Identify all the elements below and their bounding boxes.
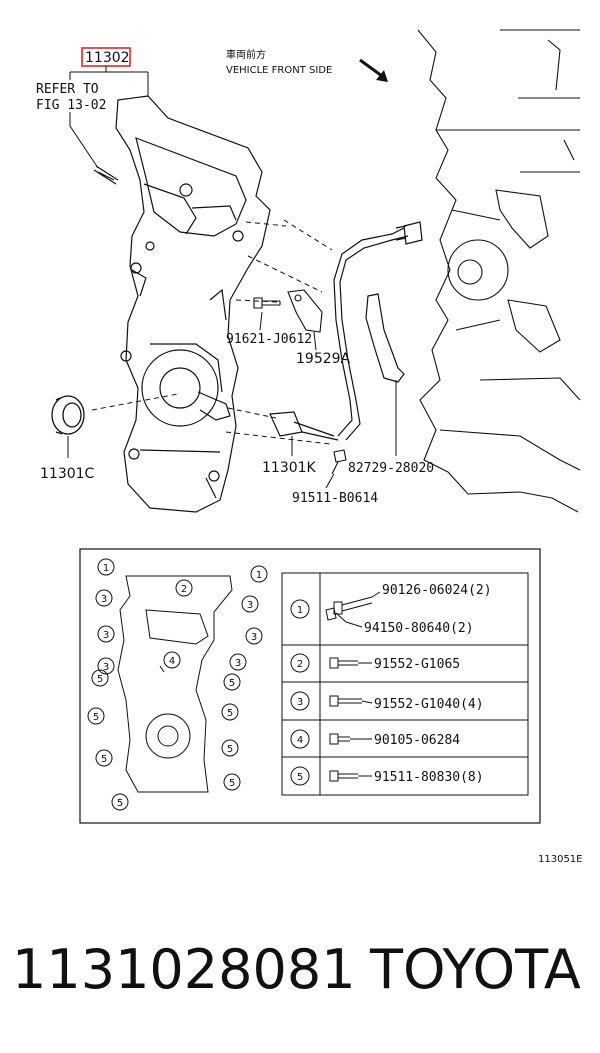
oil-seal <box>51 395 85 435</box>
svg-text:2: 2 <box>181 584 187 595</box>
svg-text:5: 5 <box>101 754 107 765</box>
bolt-91621 <box>253 297 281 309</box>
vehicle-front-en: VEHICLE FRONT SIDE <box>226 65 332 76</box>
footer-part-number: 1131028081 <box>12 938 356 1001</box>
svg-text:5: 5 <box>97 674 103 685</box>
svg-text:3: 3 <box>251 632 257 643</box>
svg-text:1: 1 <box>256 570 262 581</box>
guide-lines <box>91 219 333 445</box>
label-11301c: 11301C <box>40 466 95 482</box>
svg-text:2: 2 <box>297 659 303 670</box>
svg-text:5: 5 <box>229 678 235 689</box>
svg-text:3: 3 <box>101 594 107 605</box>
svg-text:3: 3 <box>297 697 303 708</box>
bracket-11302 <box>69 66 149 96</box>
vehicle-front-arrow <box>359 58 383 78</box>
svg-text:5: 5 <box>93 712 99 723</box>
refer-text-1: REFER TO <box>36 82 99 97</box>
svg-text:5: 5 <box>229 778 235 789</box>
refer-text-2: FIG 13-02 <box>36 98 106 113</box>
bracket-19529a <box>287 289 323 333</box>
table-part-2: 91552-G1065 <box>374 657 460 672</box>
highlight-part-number: 11302 <box>85 50 130 66</box>
sensor-harness <box>269 221 423 441</box>
svg-text:3: 3 <box>103 662 109 673</box>
svg-text:5: 5 <box>227 744 233 755</box>
inset-cover <box>117 575 233 793</box>
footer-brand: TOYOTA <box>370 938 581 1001</box>
vehicle-front-jp: 車両前方 <box>226 48 266 61</box>
label-11301k: 11301K <box>262 460 317 476</box>
svg-text:1: 1 <box>297 605 303 616</box>
table-bolt-icons <box>325 596 373 782</box>
label-82729: 82729-28020 <box>348 461 434 476</box>
table-part-1a: 90126-06024(2) <box>382 583 492 598</box>
svg-text:3: 3 <box>235 658 241 669</box>
timing-cover <box>115 95 271 513</box>
svg-text:5: 5 <box>117 798 123 809</box>
label-91621: 91621-J0612 <box>226 332 312 347</box>
refer-leader <box>69 112 99 169</box>
figure-code: 113051E <box>538 854 583 865</box>
table-part-3: 91552-G1040(4) <box>374 697 484 712</box>
stud-bolt <box>93 165 119 185</box>
svg-text:4: 4 <box>169 656 175 667</box>
arrow-head <box>376 70 388 82</box>
table-leaders <box>345 591 381 777</box>
table-part-5: 91511-80830(8) <box>374 770 484 785</box>
footer: 1131028081 TOYOTA <box>0 935 600 1015</box>
inset-frame <box>79 548 541 824</box>
table-row-circles <box>290 599 310 786</box>
table-row-numbers: 1 2 3 4 5 <box>297 605 303 783</box>
engine-block <box>417 29 581 513</box>
table-part-1b: 94150-80640(2) <box>364 621 474 636</box>
bolt-table <box>281 572 529 796</box>
table-part-4: 90105-06284 <box>374 733 460 748</box>
inset-markers <box>87 558 268 811</box>
label-19529a: 19529A <box>296 351 351 367</box>
svg-text:3: 3 <box>247 600 253 611</box>
label-91511-b0614: 91511-B0614 <box>292 491 378 506</box>
inset-marker-labels: 1 1 2 3 3 3 3 3 3 4 5 5 5 5 5 5 5 5 <box>93 563 262 809</box>
svg-text:3: 3 <box>103 630 109 641</box>
svg-text:4: 4 <box>297 735 303 746</box>
svg-text:1: 1 <box>103 563 109 574</box>
bolt-91511-b0614 <box>331 449 347 475</box>
svg-text:5: 5 <box>297 772 303 783</box>
svg-text:5: 5 <box>227 708 233 719</box>
